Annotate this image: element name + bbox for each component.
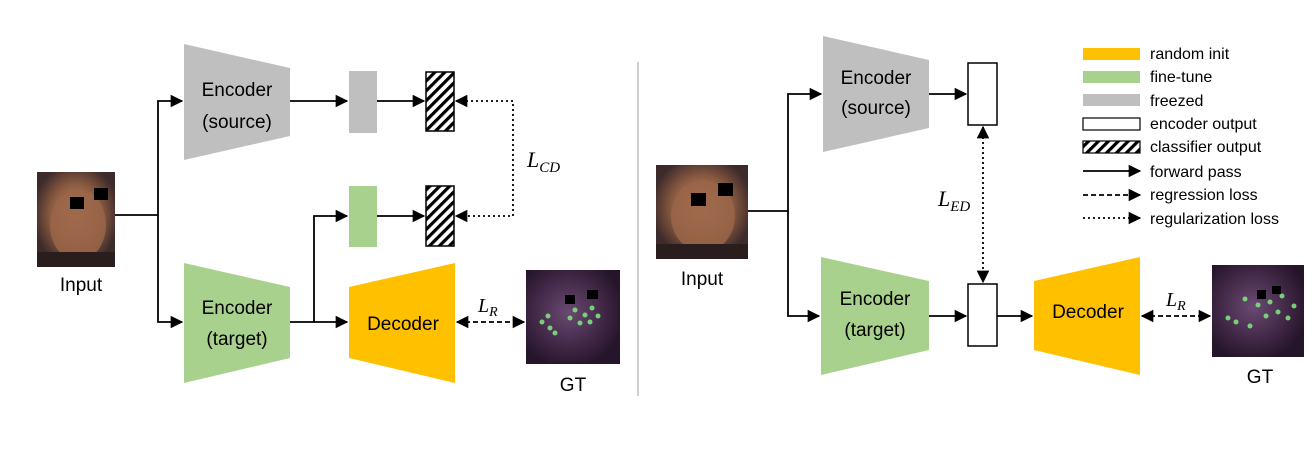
left-encoder-source [184,44,290,160]
legend-label-fine-tune: fine-tune [1150,69,1212,86]
right-loss-r: LR [1165,289,1186,314]
legend-label-freezed: freezed [1150,93,1203,110]
left-gt-photo [526,270,620,364]
right-encoder-target-line1: Encoder [840,289,911,310]
left-regularization-loss-line [454,94,514,223]
legend-label-random-init: random init [1150,46,1230,63]
right-input-label: Input [681,269,724,290]
left-encoder-target [184,263,290,383]
right-diagram: Input Encoder (source) Encoder (target) … [656,36,1304,388]
right-gt-photo [1212,265,1304,357]
left-input-label: Input [60,275,103,296]
legend-label-regression-loss: regression loss [1150,187,1258,204]
right-decoder [1034,257,1140,375]
left-classifier-finetune [349,186,377,247]
left-input-photo [37,172,115,267]
left-classifier-output-target [425,185,455,247]
right-loss-ed: LED [937,186,970,215]
left-encoder-target-line2: (target) [206,329,267,350]
left-decoder [349,263,455,383]
right-encoder-output-source [967,62,998,126]
right-input-photo [656,165,748,259]
left-gt-label: GT [560,375,587,396]
left-classifier-freezed [349,71,377,133]
right-loss-ed-backing [936,186,980,216]
legend-label-regularization-loss: regularization loss [1150,211,1279,228]
right-encoder-source [823,36,929,152]
left-loss-cd: LCD [526,147,560,176]
left-forward-arrows [115,94,426,329]
left-decoder-label: Decoder [367,314,439,335]
legend-swatch-random-init [1083,48,1140,60]
right-encoder-target-line2: (target) [844,320,905,341]
right-gt-label: GT [1247,367,1274,388]
right-encoder-source-line1: Encoder [841,68,912,89]
left-diagram: Input Encoder (source) Encoder (target) … [37,44,620,396]
left-encoder-source-line1: Encoder [202,80,273,101]
right-forward-arrows [748,87,1034,323]
legend: random init fine-tune freezed encoder ou… [1082,46,1279,228]
right-encoder-target [821,257,929,375]
left-encoder-target-line1: Encoder [202,298,273,319]
right-decoder-label: Decoder [1052,302,1124,323]
legend-label-encoder-output: encoder output [1150,116,1257,133]
right-encoder-source-line2: (source) [841,98,911,119]
legend-label-forward-pass: forward pass [1150,164,1242,181]
legend-label-classifier-output: classifier output [1150,139,1262,156]
right-encoder-output-target [967,283,998,347]
legend-swatch-classifier-output [1082,140,1141,154]
left-loss-r: LR [477,295,498,320]
legend-swatch-encoder-output [1082,117,1141,131]
legend-swatch-freezed [1083,94,1140,106]
legend-swatch-fine-tune [1083,71,1140,83]
left-classifier-output-source [425,71,455,132]
left-encoder-source-line2: (source) [202,112,272,133]
